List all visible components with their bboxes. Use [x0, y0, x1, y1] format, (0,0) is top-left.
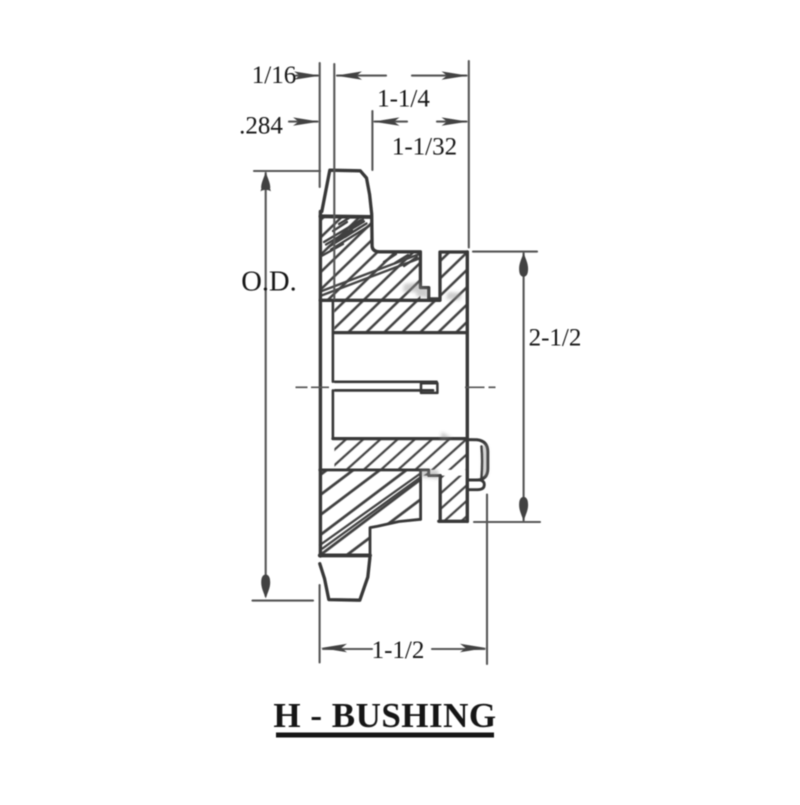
svg-text:1-1/2: 1-1/2: [372, 637, 425, 664]
svg-text:2-1/2: 2-1/2: [529, 325, 582, 352]
svg-text:O.D.: O.D.: [241, 267, 296, 298]
svg-text:1/16: 1/16: [252, 62, 296, 89]
svg-text:H - BUSHING: H - BUSHING: [273, 696, 496, 735]
svg-text:1-1/4: 1-1/4: [377, 86, 430, 113]
svg-text:1-1/32: 1-1/32: [392, 134, 457, 161]
svg-text:.284: .284: [239, 113, 283, 140]
